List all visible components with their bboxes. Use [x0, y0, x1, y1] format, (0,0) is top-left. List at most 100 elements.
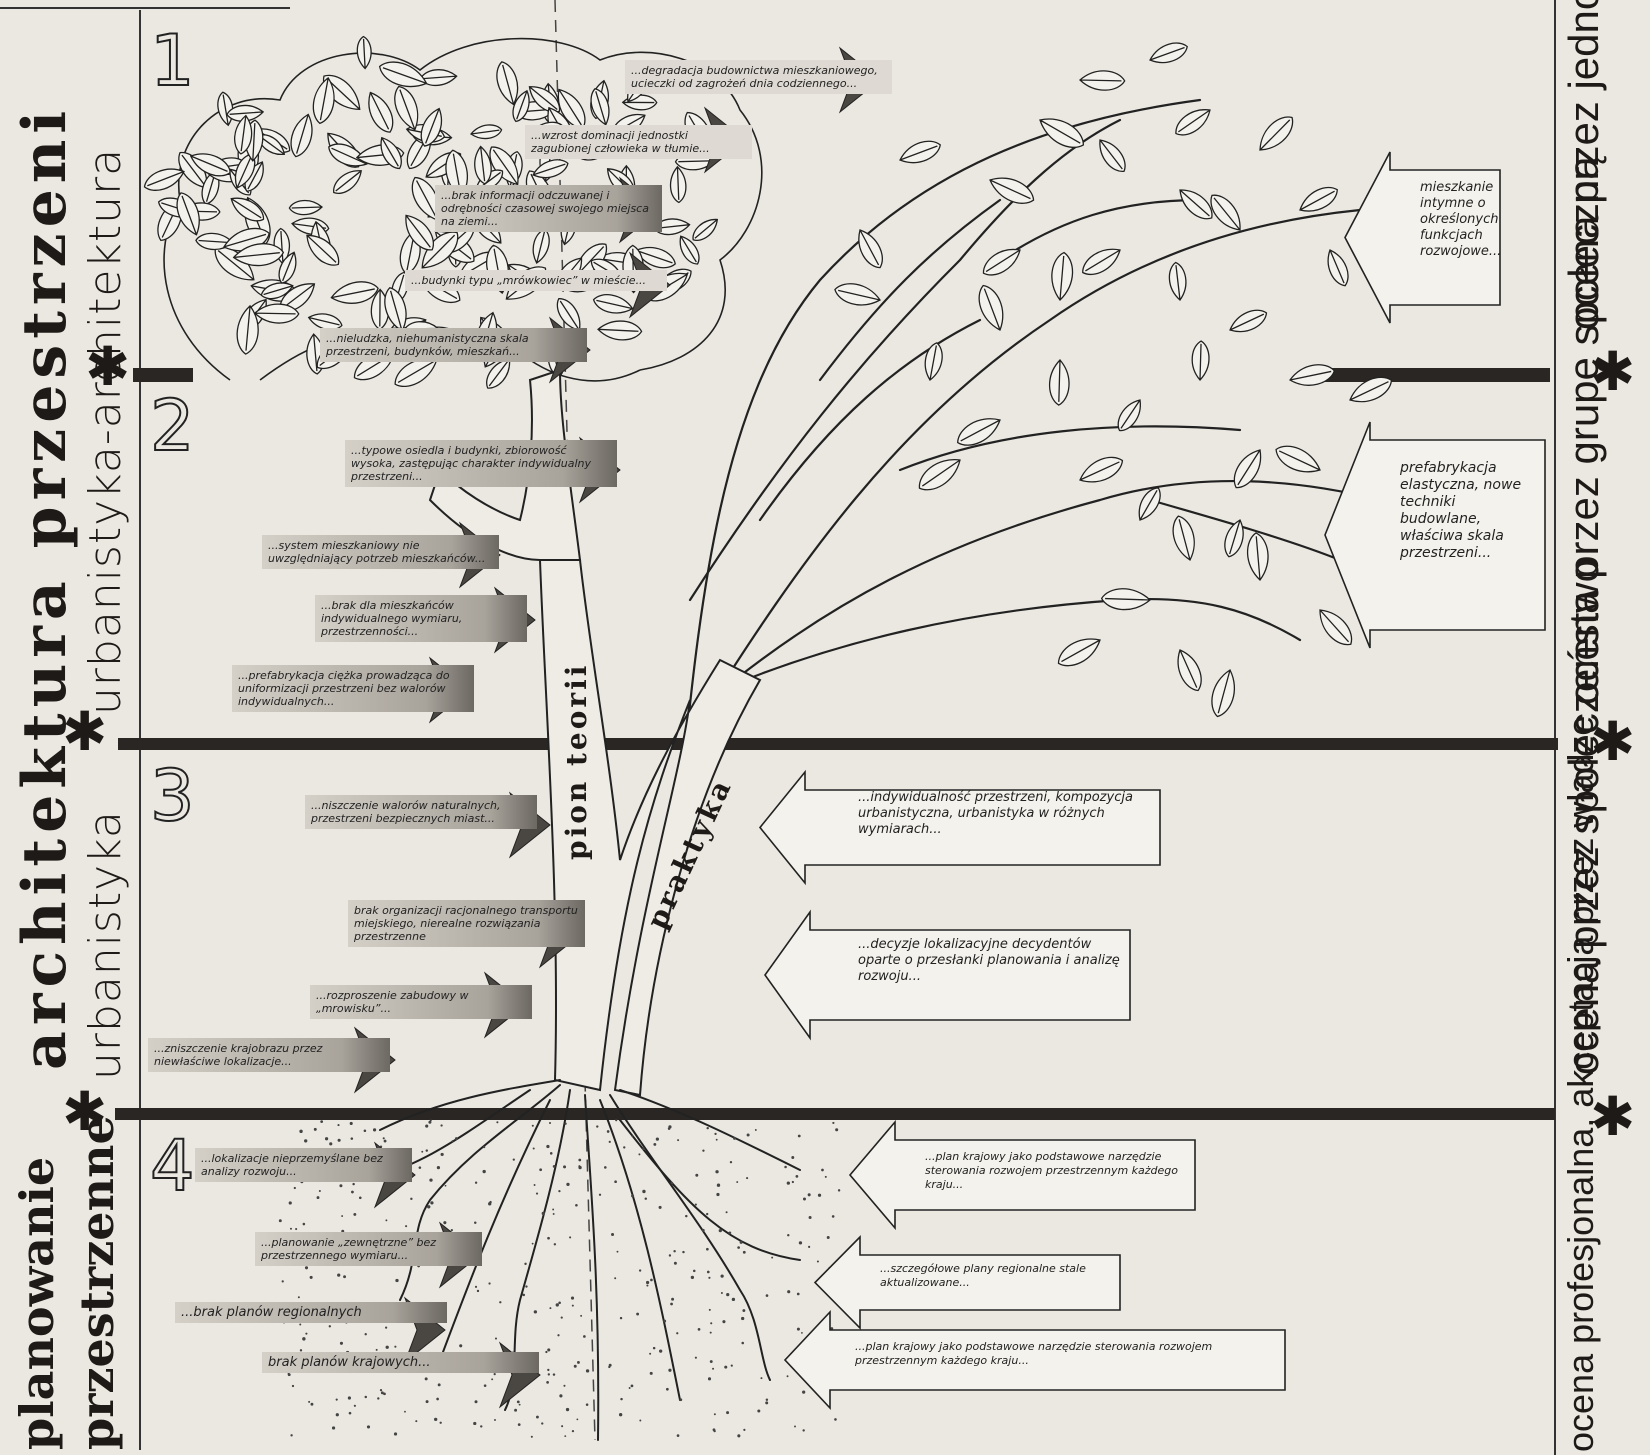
canopy-leaf [378, 61, 428, 88]
soil-dot [714, 1132, 717, 1136]
soil-dot [715, 1170, 719, 1174]
soil-dot [482, 1169, 486, 1174]
branch-leaf [1224, 519, 1244, 558]
soil-dot [653, 1142, 657, 1146]
soil-dot [427, 1205, 431, 1209]
soil-dot [652, 1346, 656, 1350]
branch-leaf [1079, 70, 1126, 91]
soil-stipple [278, 1119, 841, 1438]
soil-dot [644, 1197, 648, 1200]
soil-dot [358, 1196, 362, 1200]
soil-dot [451, 1140, 454, 1143]
level-divider-3 [115, 1108, 1555, 1120]
soil-dot [733, 1136, 737, 1140]
soil-dot [382, 1137, 385, 1140]
soil-dot [817, 1193, 822, 1197]
soil-dot [701, 1228, 705, 1232]
subtitle-urbanistyka-architektura: urbanistyka-architektura [80, 147, 131, 715]
level-number-1: 1 [149, 19, 196, 103]
soil-dot [304, 1266, 309, 1270]
soil-dot [608, 1365, 611, 1369]
soil-dot [289, 1227, 292, 1230]
soil-dot [512, 1158, 515, 1161]
right-arrow-box [758, 769, 1161, 886]
soil-dot [715, 1138, 718, 1141]
canopy-leaf [380, 136, 402, 170]
soil-dot [739, 1240, 743, 1244]
branch-leaf [1168, 261, 1187, 301]
canopy-leaf [306, 234, 340, 266]
soil-dot [552, 1373, 556, 1376]
branch-leaf [1138, 487, 1161, 521]
soil-dot [676, 1332, 679, 1335]
soil-dot [488, 1202, 492, 1206]
soil-dot [706, 1247, 709, 1251]
soil-dot [522, 1293, 526, 1297]
right-note-7: ...plan krajowy jako podstawowe narzędzi… [855, 1340, 1213, 1367]
soil-dot [372, 1128, 377, 1132]
canopy-leaf [226, 104, 265, 122]
soil-dot [443, 1221, 447, 1225]
canopy-leaf [236, 304, 259, 355]
soil-dot [796, 1292, 800, 1296]
soil-dot [524, 1262, 527, 1266]
canopy-leaf [307, 313, 343, 331]
canopy-leaf [368, 91, 394, 133]
soil-dot [571, 1304, 574, 1307]
canopy-leaf [394, 85, 419, 131]
branch-leaf [1048, 359, 1070, 406]
canopy-leaf [532, 159, 569, 179]
soil-dot [709, 1360, 713, 1363]
soil-dot [474, 1221, 477, 1224]
soil-dot [576, 1418, 579, 1421]
right-arrow-shapes [758, 151, 1546, 1411]
soil-dot [694, 1356, 697, 1359]
soil-dot [834, 1418, 837, 1421]
soil-dot [737, 1434, 741, 1438]
soil-dot [787, 1290, 791, 1294]
branch-leaf [1099, 139, 1126, 172]
soil-dot [679, 1398, 683, 1402]
soil-dot [706, 1270, 710, 1274]
soil-dot [685, 1214, 688, 1218]
soil-dot [571, 1430, 575, 1433]
soil-dot [318, 1189, 321, 1192]
soil-dot [291, 1384, 295, 1388]
branch-leaf [858, 229, 883, 269]
canopy-leaf [532, 228, 550, 264]
soil-dot [516, 1400, 520, 1404]
branch-leaf [957, 418, 1001, 446]
branch-leaf [1319, 609, 1353, 646]
soil-dot [439, 1421, 442, 1424]
soil-dot [708, 1276, 711, 1279]
soil-dot [578, 1158, 582, 1162]
soil-dot [802, 1390, 806, 1394]
soil-dot [639, 1419, 642, 1422]
soil-dot [658, 1205, 662, 1209]
canopy-leaf [592, 294, 634, 314]
soil-dot [533, 1184, 536, 1186]
branch-leaf [1082, 248, 1121, 276]
soil-dot [353, 1212, 357, 1216]
left-note-7: ...system mieszkaniowy nie uwzględniając… [262, 535, 499, 569]
soil-dot [437, 1383, 441, 1387]
soil-dot [682, 1250, 685, 1254]
soil-dot [525, 1285, 528, 1288]
soil-dot [348, 1411, 352, 1415]
soil-dot [532, 1147, 535, 1150]
soil-dot [832, 1121, 835, 1125]
soil-dot [337, 1124, 340, 1127]
soil-dot [676, 1434, 680, 1437]
soil-dot [677, 1139, 680, 1142]
soil-dot [288, 1201, 292, 1205]
soil-dot [549, 1307, 552, 1310]
level-number-3: 3 [149, 754, 196, 838]
soil-dot [631, 1194, 635, 1198]
soil-dot [725, 1211, 728, 1214]
branch-leaf [989, 177, 1035, 204]
soil-dot [552, 1164, 556, 1168]
soil-dot [724, 1365, 728, 1369]
canopy-leaf [356, 35, 372, 70]
soil-dot [546, 1380, 549, 1384]
right-note-2: prefabrykacja elastyczna, nowe techniki … [1400, 460, 1522, 561]
